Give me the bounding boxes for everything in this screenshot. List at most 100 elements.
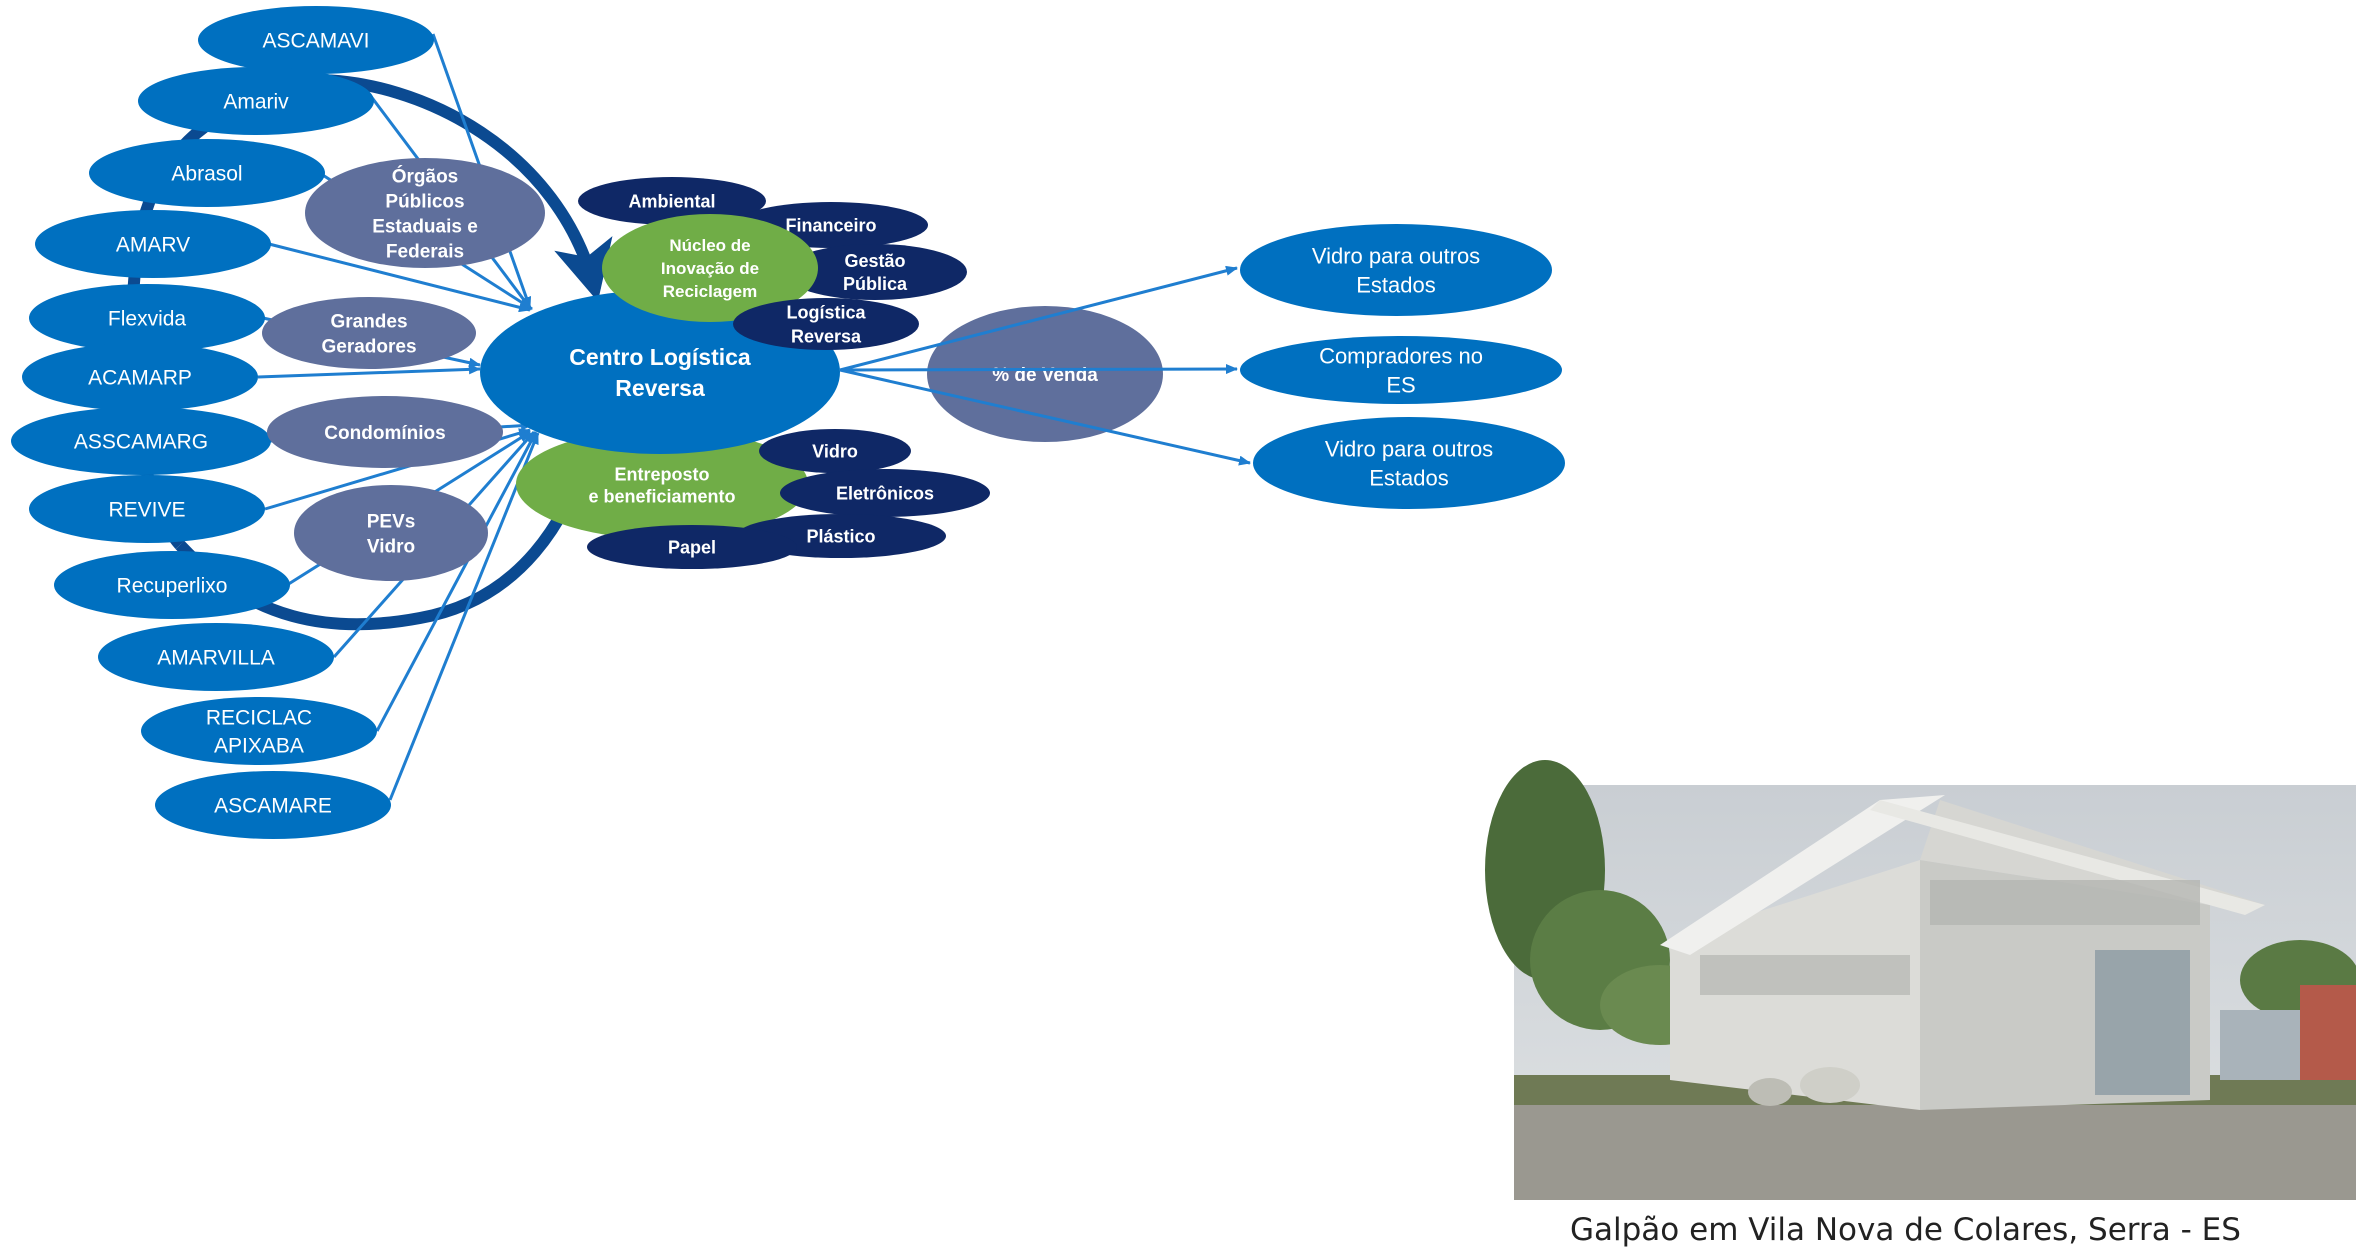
source-orgaos-label: Públicos — [385, 191, 464, 212]
association-abrasol-shape — [89, 139, 325, 207]
nucleo-node-label: Núcleo de — [669, 236, 750, 255]
source-orgaos-label: Estaduais e — [372, 216, 478, 237]
association-amariv-label: Amariv — [223, 91, 289, 114]
destination-vidro-outros-2-label: Vidro para outros — [1325, 436, 1493, 461]
arrow-to-vidro-outros-2 — [839, 368, 1251, 466]
association-flexvida-label: Flexvida — [108, 308, 187, 331]
nucleo-tag-gestao-label: Gestão — [844, 251, 905, 271]
association-flexvida-shape — [29, 284, 265, 352]
entreposto-node-label: e beneficiamento — [588, 486, 735, 506]
association-amarv: AMARV — [35, 210, 271, 278]
association-abrasol-label: Abrasol — [171, 163, 242, 186]
association-amarvilla: AMARVILLA — [98, 623, 334, 691]
source-grandes-label: Geradores — [321, 336, 416, 357]
source-orgaos-label: Órgãos — [392, 165, 459, 187]
entreposto-tag-eletronicos-shape — [780, 469, 990, 517]
association-recuperlixo: Recuperlixo — [54, 551, 290, 619]
association-ascamare-label: ASCAMARE — [214, 795, 332, 818]
center-logistica-node-label: Reversa — [615, 375, 705, 401]
nucleo-tag-gestao-label: Pública — [843, 274, 908, 294]
entreposto-tag-eletronicos-label: Eletrônicos — [836, 483, 934, 503]
destination-compradores-es-shape — [1240, 336, 1562, 404]
nucleo-tag-logistica-label: Reversa — [791, 326, 862, 346]
nucleo-node-label: Inovação de — [661, 259, 759, 278]
association-recuperlixo-shape — [54, 551, 290, 619]
destination-vidro-outros-1-label: Estados — [1356, 272, 1436, 297]
arrow-from-amarv — [268, 242, 531, 313]
nucleo-tag-ambiental: Ambiental — [578, 177, 766, 225]
destination-vidro-outros-2-label: Estados — [1369, 465, 1449, 490]
nucleo-tag-logistica-label: Logística — [786, 302, 866, 322]
nucleo-node: Núcleo de Inovação de Reciclagem — [602, 214, 818, 322]
photo-caption: Galpão em Vila Nova de Colares, Serra - … — [1570, 1212, 2241, 1248]
entreposto-node-label: Entreposto — [614, 464, 709, 484]
source-pevs-label: Vidro — [367, 536, 415, 557]
entreposto-node-shape — [516, 429, 808, 539]
arrow-to-compradores-es — [839, 364, 1238, 375]
association-asscamarg-shape — [11, 407, 271, 475]
percent-venda-node: % de Venda — [927, 306, 1163, 442]
source-orgaos-label: Federais — [386, 241, 464, 262]
destination-compradores-es-label: ES — [1386, 372, 1415, 397]
association-recuperlixo-label: Recuperlixo — [117, 575, 228, 598]
source-grandes-shape — [262, 297, 476, 369]
association-reciclac-label: APIXABA — [214, 735, 304, 758]
destination-compradores-es: Compradores no ES — [1240, 336, 1562, 404]
entreposto-tag-plastico-label: Plástico — [806, 526, 875, 546]
source-condominios: Condomínios — [267, 396, 503, 468]
entreposto-tag-vidro-label: Vidro — [812, 441, 858, 461]
association-amarvilla-label: AMARVILLA — [157, 647, 275, 670]
association-revive-label: REVIVE — [108, 499, 185, 522]
destination-vidro-outros-1-shape — [1240, 224, 1552, 316]
warehouse-photo — [1485, 760, 2356, 1200]
association-revive: REVIVE — [29, 475, 265, 543]
source-grandes-label: Grandes — [330, 311, 407, 332]
association-ascamavi-shape — [198, 6, 434, 74]
destination-compradores-es-label: Compradores no — [1319, 343, 1483, 368]
source-pevs-label: PEVs — [367, 511, 416, 532]
arc-top-arrow — [314, 74, 613, 302]
association-amarv-label: AMARV — [116, 234, 190, 257]
center-logistica-node-label: Centro Logística — [569, 344, 751, 370]
output-arrows — [839, 265, 1251, 466]
association-acamarp-shape — [22, 343, 258, 411]
source-pevs-shape — [294, 485, 488, 581]
nucleo-tag-gestao-shape — [783, 244, 967, 300]
source-condominios-shape — [267, 396, 503, 468]
arrow-from-ascamare — [388, 432, 540, 801]
destination-vidro-outros-1-label: Vidro para outros — [1312, 243, 1480, 268]
nucleo-node-shape — [602, 214, 818, 322]
association-ascamare: ASCAMARE — [155, 771, 391, 839]
nucleo-node-label: Reciclagem — [663, 282, 758, 301]
association-flexvida: Flexvida — [29, 284, 265, 352]
arrow-from-acamarp — [257, 364, 481, 379]
association-asscamarg-label: ASSCAMARG — [74, 431, 208, 454]
entreposto-tag-papel-shape — [587, 525, 797, 569]
entreposto-tag-eletronicos: Eletrônicos — [780, 469, 990, 517]
destination-vidro-outros-2-shape — [1253, 417, 1565, 509]
association-acamarp: ACAMARP — [22, 343, 258, 411]
association-amarvilla-shape — [98, 623, 334, 691]
arrow-from-reciclac — [375, 431, 538, 732]
association-ascamare-shape — [155, 771, 391, 839]
association-reciclac-shape — [141, 697, 377, 765]
percent-venda-node-shape — [927, 306, 1163, 442]
nucleo-tag-ambiental-label: Ambiental — [628, 191, 715, 211]
association-asscamarg: ASSCAMARG — [11, 407, 271, 475]
association-ascamavi: ASCAMAVI — [198, 6, 434, 74]
association-amarv-shape — [35, 210, 271, 278]
arrow-to-vidro-outros-1 — [839, 265, 1238, 372]
nucleo-tag-logistica-shape — [733, 298, 919, 350]
entreposto-tag-papel: Papel — [587, 525, 797, 569]
